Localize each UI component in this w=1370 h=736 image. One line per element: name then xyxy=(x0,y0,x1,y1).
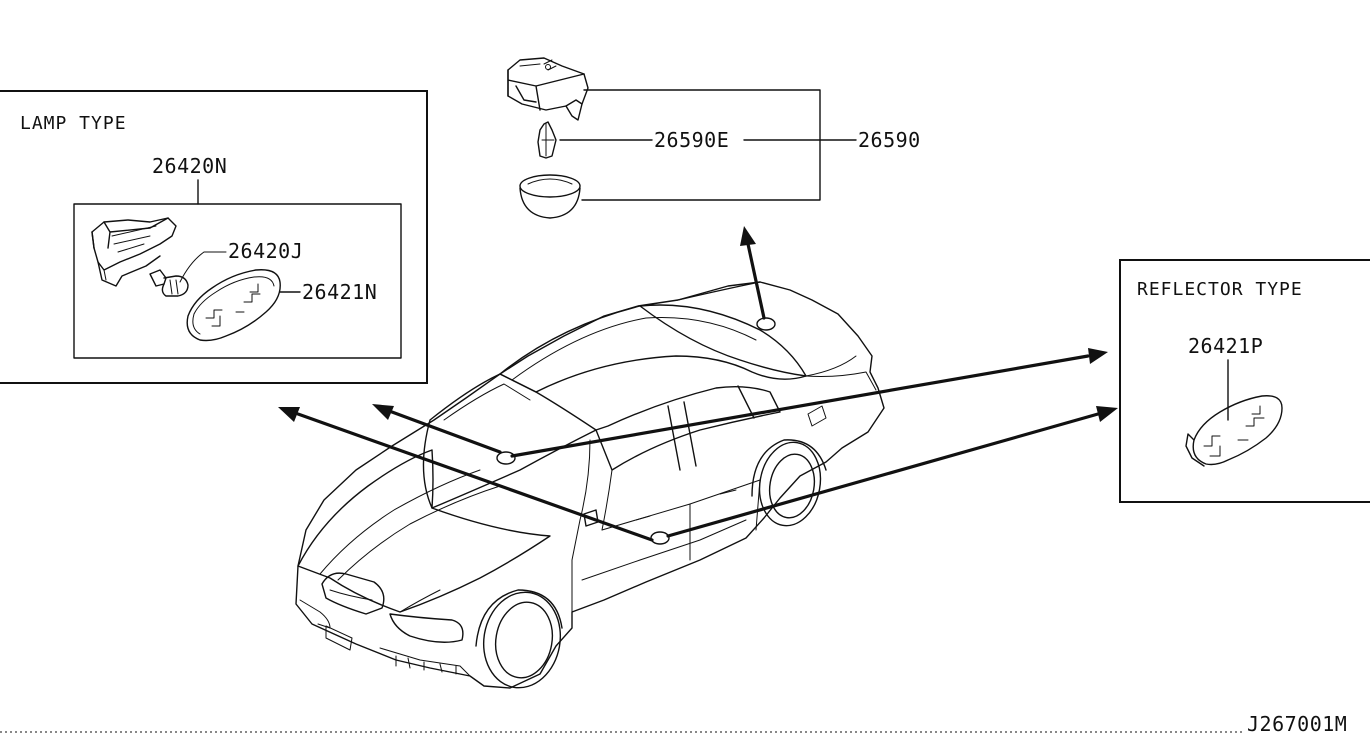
callout-arrows xyxy=(278,226,1118,542)
roof-lamp-location xyxy=(756,317,776,331)
reflector-type-group: REFLECTOR TYPE 26421P xyxy=(1119,259,1370,503)
festoon-bulb-icon[interactable] xyxy=(537,121,557,159)
lamp-assembly-frame xyxy=(73,203,402,359)
rear-wheel xyxy=(751,439,827,527)
part-number-26420J[interactable]: 26420J xyxy=(228,239,303,263)
side-marker-lens-icon[interactable] xyxy=(186,269,281,342)
wedge-bulb-icon[interactable] xyxy=(149,269,189,297)
part-number-26421P[interactable]: 26421P xyxy=(1188,334,1263,358)
lamp-socket-icon[interactable] xyxy=(91,217,177,287)
dome-lens-icon[interactable] xyxy=(519,174,581,219)
right-marker-location xyxy=(650,531,670,545)
reflector-type-frame xyxy=(1119,259,1370,503)
lamp-type-group: LAMP TYPE 26420N 26420J 26421N xyxy=(0,90,428,384)
part-number-26420N[interactable]: 26420N xyxy=(152,154,227,178)
front-wheel xyxy=(475,589,563,689)
lamp-housing-icon[interactable] xyxy=(507,57,589,121)
roof-lamp-group: 26590E 26590 xyxy=(507,57,921,219)
lamp-type-title: LAMP TYPE xyxy=(20,113,127,134)
part-number-26421N[interactable]: 26421N xyxy=(302,280,377,304)
reflector-icon[interactable] xyxy=(1185,395,1283,467)
sedan-illustration xyxy=(295,281,885,689)
part-number-26590[interactable]: 26590 xyxy=(858,128,921,152)
left-marker-location xyxy=(496,451,516,465)
lamp-type-frame xyxy=(0,90,428,384)
part-number-26590E[interactable]: 26590E xyxy=(654,128,729,152)
reflector-type-title: REFLECTOR TYPE xyxy=(1137,279,1303,300)
diagram-code: J267001M xyxy=(1247,712,1347,736)
